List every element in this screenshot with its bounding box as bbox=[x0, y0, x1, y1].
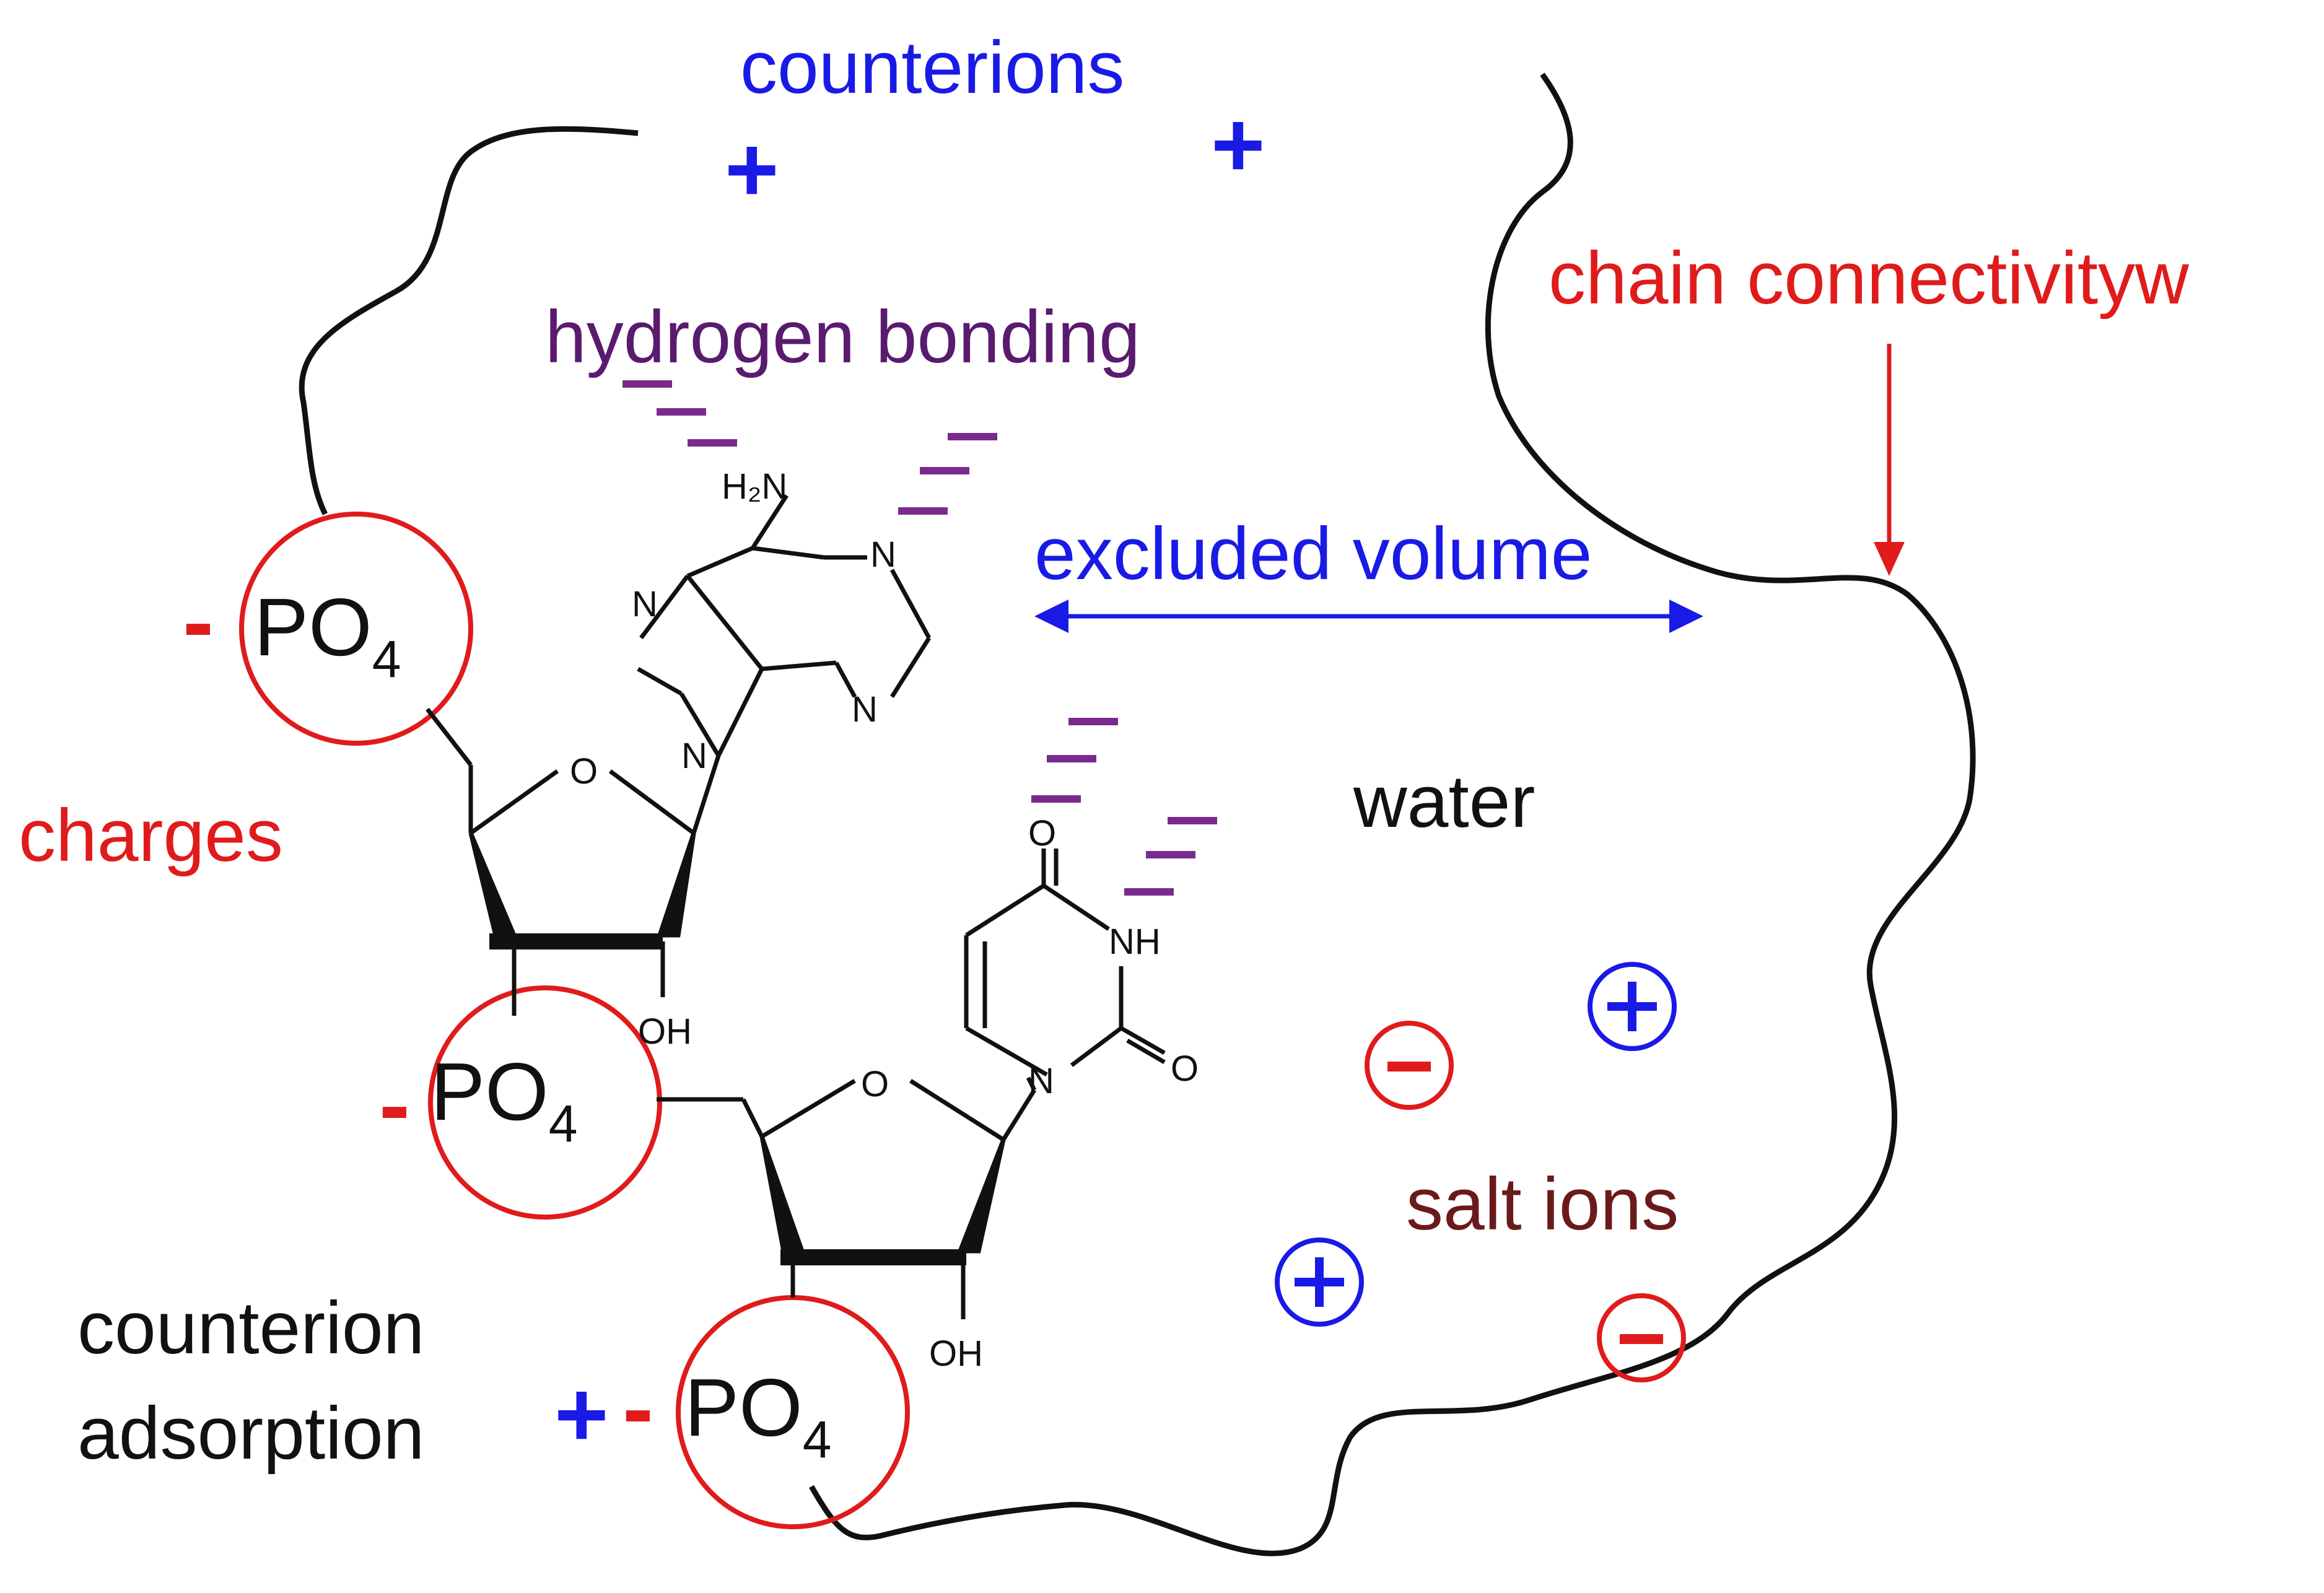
uracil-oxygen-right: O bbox=[1171, 1049, 1199, 1089]
chain-connectivity-label: chain connectivityw bbox=[1549, 237, 2189, 320]
salt-ion-negative-1 bbox=[1365, 1021, 1454, 1110]
sugar-ring-1 bbox=[426, 707, 721, 997]
salt-ion-negative-2 bbox=[1597, 1293, 1686, 1382]
excluded-volume-arrow bbox=[1034, 600, 1703, 633]
counterion-adsorption-label-2: adsorption bbox=[77, 1392, 424, 1475]
charge-minus-1: - bbox=[183, 569, 214, 673]
adenine-n3: N bbox=[852, 689, 878, 730]
backbone-connectors bbox=[426, 707, 764, 1138]
hydrogen-bond-dashes bbox=[622, 380, 1217, 896]
counterion-plus-1: + bbox=[725, 117, 779, 221]
counterions-label: counterions bbox=[740, 26, 1124, 109]
adenine-n1: N bbox=[632, 584, 658, 624]
phosphate-circle-1 bbox=[239, 512, 473, 746]
charge-minus-3: - bbox=[622, 1356, 653, 1460]
uracil-nh: NH bbox=[1109, 922, 1161, 962]
counterion-plus-2: + bbox=[1211, 92, 1265, 196]
uracil-oxygen-top: O bbox=[1028, 813, 1056, 853]
sugar-2-hydroxyl: OH bbox=[929, 1333, 983, 1374]
phosphate-circle-2 bbox=[428, 985, 662, 1220]
charges-label: charges bbox=[19, 794, 283, 877]
sugar-2-oxygen: O bbox=[861, 1064, 889, 1104]
adenine-base bbox=[637, 494, 932, 757]
charge-minus-2: - bbox=[379, 1052, 410, 1156]
phosphate-label-1: PO4 bbox=[254, 582, 401, 688]
salt-ions-label: salt ions bbox=[1406, 1163, 1679, 1246]
sugar-ring-2 bbox=[759, 1078, 1036, 1319]
chain-connectivity-arrow bbox=[1874, 344, 1905, 576]
phosphate-label-2: PO4 bbox=[430, 1046, 577, 1153]
adenine-n2: N bbox=[870, 535, 896, 575]
adenine-n4: N bbox=[681, 736, 707, 776]
sugar-1-oxygen: O bbox=[570, 751, 598, 792]
uracil-base bbox=[964, 849, 1166, 1091]
counterion-adsorption-label-1: counterion bbox=[77, 1286, 424, 1369]
salt-ion-positive-1 bbox=[1588, 962, 1677, 1051]
counterion-plus-adsorbed: + bbox=[554, 1362, 609, 1466]
chain-boundary-right bbox=[809, 72, 1976, 1556]
salt-ion-positive-2 bbox=[1275, 1237, 1364, 1327]
excluded-volume-label: excluded volume bbox=[1034, 512, 1592, 595]
adenine-amine: H₂N bbox=[722, 466, 787, 507]
chain-boundary-left bbox=[299, 126, 639, 516]
phosphate-label-3: PO4 bbox=[684, 1362, 831, 1469]
sugar-1-hydroxyl: OH bbox=[638, 1011, 692, 1052]
uracil-n: N bbox=[1028, 1061, 1054, 1101]
water-label: water bbox=[1353, 760, 1535, 843]
hydrogen-bonding-label: hydrogen bonding bbox=[545, 295, 1140, 378]
